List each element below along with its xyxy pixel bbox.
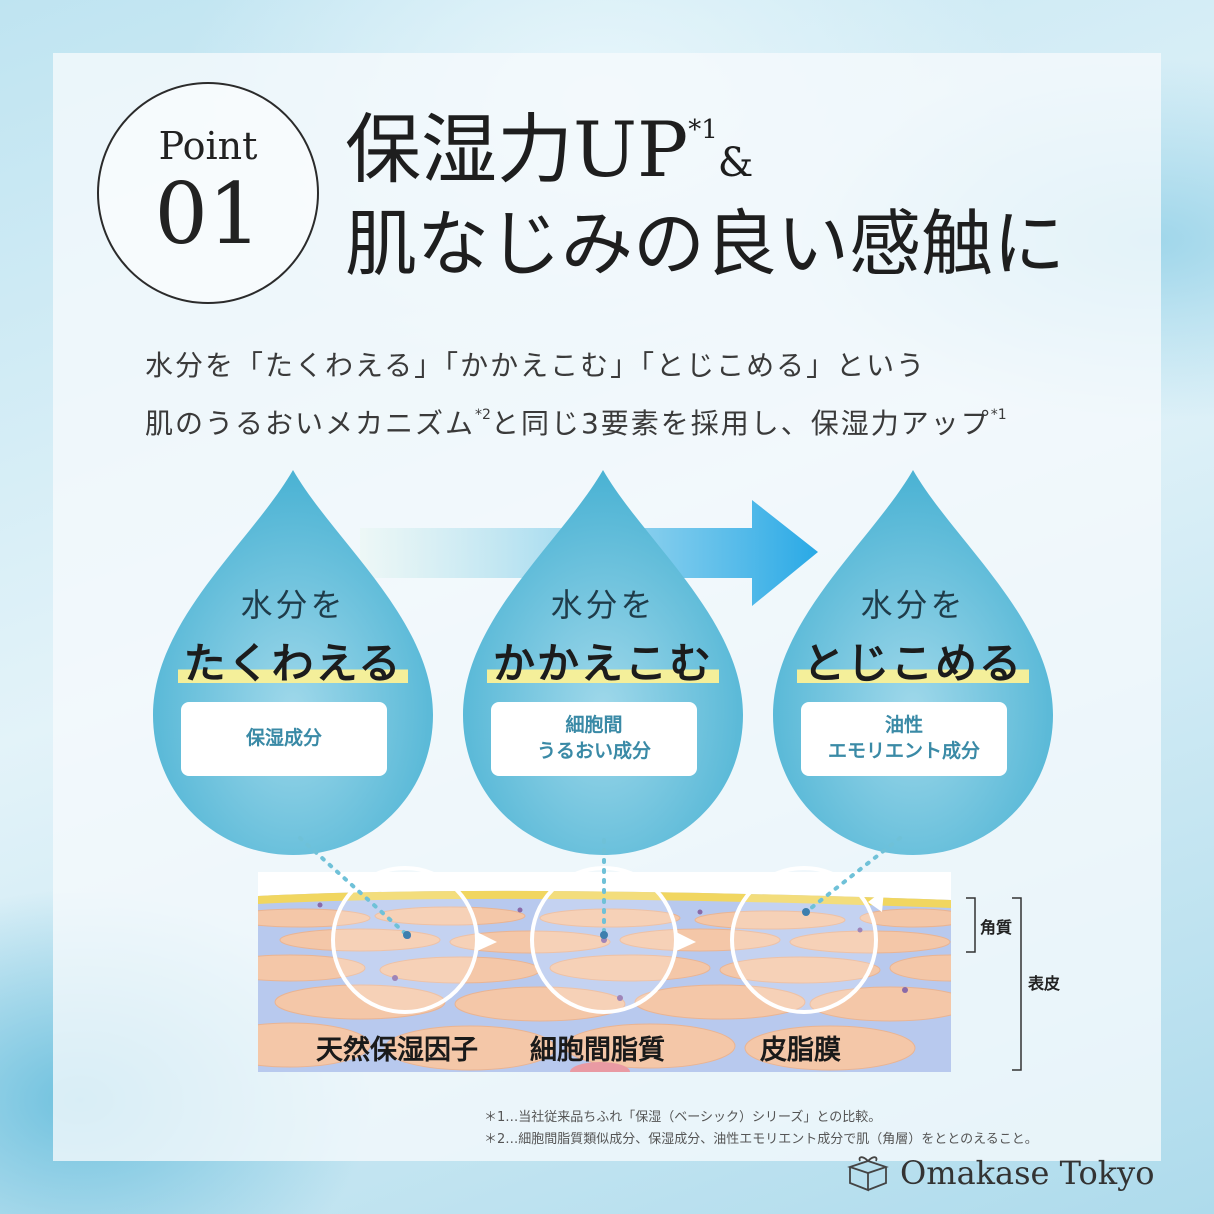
drop-1-ingredient: 保湿成分 [181,702,387,776]
layer-label-stratum: 角質 [980,918,1013,937]
magnifier-1 [331,866,479,1014]
gift-box-icon [847,1156,889,1192]
drop-2: 水分を かかえこむ 細胞間 うるおい成分 [453,470,753,860]
brand-logo: Omakase Tokyo [846,1148,1155,1198]
footnote-2: ＊2…細胞間脂質類似成分、保湿成分、油性エモリエント成分で肌（角層）をととのえる… [484,1132,1038,1147]
headline-line2: 肌なじみの良い感触に [345,202,1066,286]
brand-name: Omakase Tokyo [900,1154,1155,1192]
headline-line1: 保湿力UP*1& [345,105,754,194]
point-badge: Point 01 [97,82,319,304]
layer-label-epidermis: 表皮 [1028,974,1061,993]
drop-1: 水分を たくわえる 保湿成分 [143,470,443,860]
point-number: 01 [154,165,262,263]
drop-3-action: とじこめる [763,630,1063,691]
lead-line2: 肌のうるおいメカニズム*2と同じ3要素を採用し、保湿力アップ*1 [145,407,1007,440]
drop-2-top: 水分を [550,586,656,624]
drop-1-action: たくわえる [143,630,443,691]
skin-label-sebum: 皮脂膜 [760,1035,841,1066]
drop-3-top: 水分を [860,586,966,624]
headline-amp: & [717,140,754,186]
drop-2-action: かかえこむ [453,630,753,691]
lead-line1: 水分を「たくわえる」「かかえこむ」「とじこめる」という [145,349,927,382]
skin-label-nmf: 天然保湿因子 [316,1035,478,1066]
drop-3: 水分を とじこめる 油性 エモリエント成分 [763,470,1063,860]
drop-2-ingredient: 細胞間 うるおい成分 [491,702,697,776]
skin-label-lipid: 細胞間脂質 [530,1035,665,1066]
headline-note: *1 [688,115,718,145]
footnote-1: ＊1…当社従来品ちふれ「保湿（ベーシック）シリーズ」との比較。 [484,1110,882,1125]
drop-3-ingredient: 油性 エモリエント成分 [801,702,1007,776]
point-word: Point [158,124,258,168]
magnifier-3 [730,866,878,1014]
drop-1-top: 水分を [240,586,346,624]
